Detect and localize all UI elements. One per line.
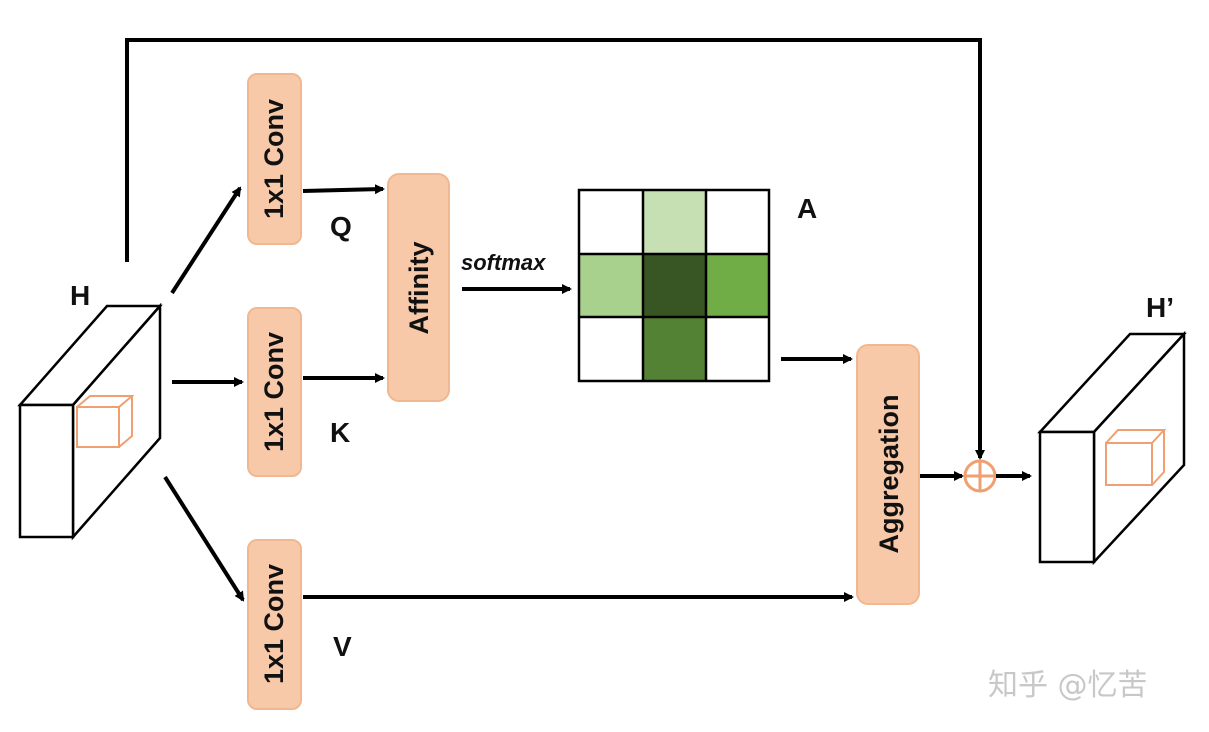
grid-cell-top-right: [706, 190, 769, 254]
grid-cell-middle-right: [706, 254, 769, 317]
grid-cell-center: [643, 254, 706, 317]
input-label: H: [70, 280, 90, 311]
softmax-label: softmax: [461, 250, 546, 275]
grid-cell-bottom-right: [706, 317, 769, 381]
affinity-box: Affinity: [387, 173, 450, 402]
conv-v-box: 1x1 Conv: [247, 539, 302, 710]
input-feature-block: [17, 302, 163, 541]
attention-grid: [577, 188, 771, 383]
arrow-h-to-conv-q: [170, 186, 242, 295]
sum-icon: [963, 459, 997, 493]
output-feature-block: [1037, 330, 1187, 566]
grid-cell-top-middle: [643, 190, 706, 254]
conv-k-label: 1x1 Conv: [259, 332, 289, 452]
grid-cell-bottom-left: [579, 317, 643, 381]
grid-cell-bottom-middle: [643, 317, 706, 381]
conv-q-label: 1x1 Conv: [259, 99, 289, 219]
arrow-conv-q-to-affinity: [302, 184, 385, 195]
k-label: K: [330, 417, 350, 448]
conv-v-label: 1x1 Conv: [259, 564, 289, 684]
output-inner-cube: [1105, 429, 1167, 486]
skip-connection-line: [125, 38, 985, 460]
affinity-label: Affinity: [404, 242, 434, 335]
aggregation-box: Aggregation: [856, 344, 920, 605]
conv-k-box: 1x1 Conv: [247, 307, 302, 477]
grid-cell-top-left: [579, 190, 643, 254]
q-label: Q: [330, 211, 352, 242]
grid-cell-middle-left: [579, 254, 643, 317]
attention-label: A: [797, 193, 817, 224]
arrow-h-to-conv-v: [163, 475, 245, 602]
input-inner-cube: [76, 395, 135, 448]
v-label: V: [333, 631, 352, 662]
output-label: H’: [1146, 292, 1174, 323]
watermark: 知乎 @忆苦: [988, 668, 1148, 703]
aggregation-label: Aggregation: [874, 395, 904, 554]
conv-q-box: 1x1 Conv: [247, 73, 302, 245]
